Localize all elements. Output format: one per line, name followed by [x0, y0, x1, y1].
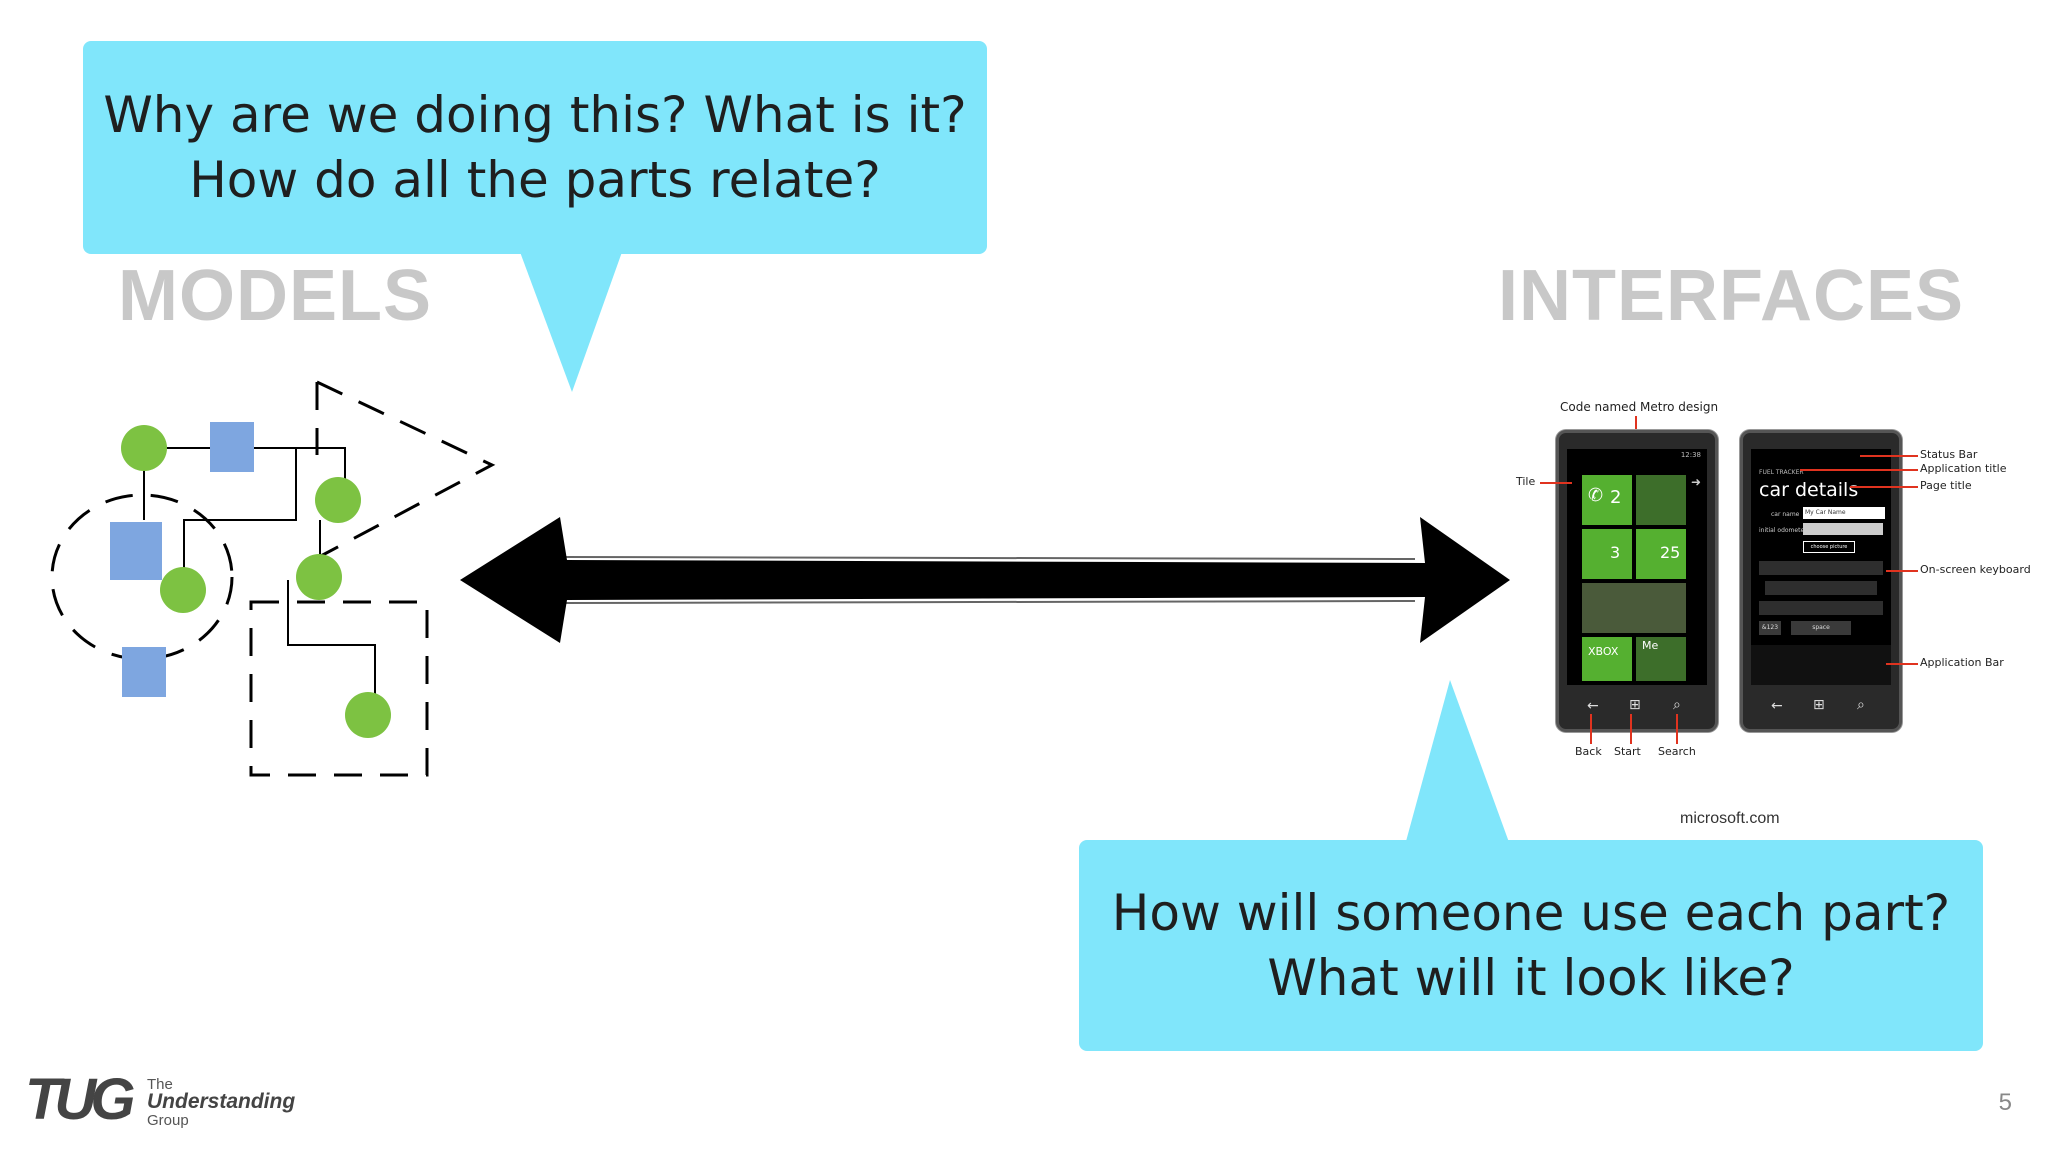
- bubble-top-line2: How do all the parts relate?: [189, 150, 881, 209]
- search-icon: ⌕: [1857, 697, 1865, 713]
- app-bar: [1751, 645, 1891, 685]
- tile-outlook: 25: [1636, 529, 1686, 579]
- windows-icon: ⊞: [1629, 697, 1641, 713]
- phone1-screen: 12:38 ✆ 2 3 25 XBOX Me ➜: [1567, 449, 1707, 685]
- question-bubble-top: Why are we doing this? What is it? How d…: [83, 41, 987, 254]
- label-page-title: Page title: [1920, 479, 1972, 492]
- label-status-bar: Status Bar: [1920, 448, 1978, 461]
- field1-input: My Car Name: [1803, 507, 1885, 519]
- logo-understanding: Understanding: [147, 1090, 296, 1113]
- phone-details-screen: FUEL TRACKER car details car name My Car…: [1740, 430, 1902, 732]
- app-title-text: FUEL TRACKER: [1759, 469, 1804, 476]
- logo-group: Group: [147, 1112, 189, 1129]
- tile-outlook-count: 25: [1660, 543, 1681, 562]
- phone-icon: ✆: [1588, 485, 1604, 506]
- logo-mark: TUG: [25, 1067, 135, 1132]
- page-title-text: car details: [1759, 479, 1859, 501]
- page-number: 5: [1998, 1089, 2012, 1116]
- label-start: Start: [1614, 745, 1641, 758]
- model-diagram: [50, 380, 496, 777]
- arrow-right-icon: ➜: [1691, 475, 1702, 489]
- logo-the: The: [147, 1076, 173, 1093]
- models-heading: MODELS: [118, 256, 433, 336]
- bubble-top-tail: [520, 252, 622, 392]
- tug-logo: TUG The Understanding Group: [25, 1067, 325, 1132]
- num-key: &123: [1759, 621, 1781, 635]
- field2-input: [1803, 523, 1883, 535]
- tile-me: Me: [1636, 637, 1686, 681]
- phone2-screen: FUEL TRACKER car details car name My Car…: [1751, 449, 1891, 685]
- bubble-bottom-line2: What will it look like?: [1267, 948, 1795, 1007]
- phone-start-screen: 12:38 ✆ 2 3 25 XBOX Me ➜ ← ⊞ ⌕: [1556, 430, 1718, 732]
- label-tile: Tile: [1516, 475, 1536, 488]
- tile-xbox: XBOX: [1582, 637, 1632, 681]
- tile-phone: ✆ 2: [1582, 475, 1632, 525]
- keyboard-row3: [1759, 601, 1883, 615]
- search-icon: ⌕: [1673, 697, 1681, 713]
- choose-picture-button: choose picture: [1803, 541, 1855, 553]
- keyboard-row2: [1765, 581, 1877, 595]
- question-bubble-bottom: How will someone use each part? What wil…: [1079, 840, 1983, 1051]
- back-icon: ←: [1587, 698, 1599, 714]
- metro-caption: Code named Metro design: [1560, 400, 1719, 414]
- tile-messaging: 3: [1582, 529, 1632, 579]
- label-onscreen-keyboard: On-screen keyboard: [1920, 563, 2031, 576]
- label-application-title: Application title: [1920, 462, 2007, 475]
- tile-msg-count: 3: [1610, 543, 1621, 562]
- bubble-top-line1: Why are we doing this? What is it?: [103, 85, 967, 144]
- bubble-bottom-line1: How will someone use each part?: [1111, 883, 1951, 942]
- image-credit: microsoft.com: [1680, 810, 1780, 827]
- field2-label: initial odometer: [1759, 527, 1807, 534]
- interfaces-heading: INTERFACES: [1498, 256, 1965, 336]
- label-back: Back: [1575, 745, 1602, 758]
- tile-people: [1636, 475, 1686, 525]
- tile-phone-count: 2: [1610, 487, 1622, 508]
- label-application-bar: Application Bar: [1920, 656, 2004, 669]
- keyboard-row1: [1759, 561, 1883, 575]
- space-key: space: [1791, 621, 1851, 635]
- back-icon: ←: [1771, 698, 1783, 714]
- time-readout: 12:38: [1680, 451, 1701, 459]
- double-arrow: [460, 517, 1510, 643]
- label-search: Search: [1658, 745, 1696, 758]
- windows-icon: ⊞: [1813, 697, 1825, 713]
- field1-label: car name: [1771, 511, 1800, 518]
- tile-photos: [1582, 583, 1686, 633]
- bubble-bottom-tail: [1405, 680, 1510, 845]
